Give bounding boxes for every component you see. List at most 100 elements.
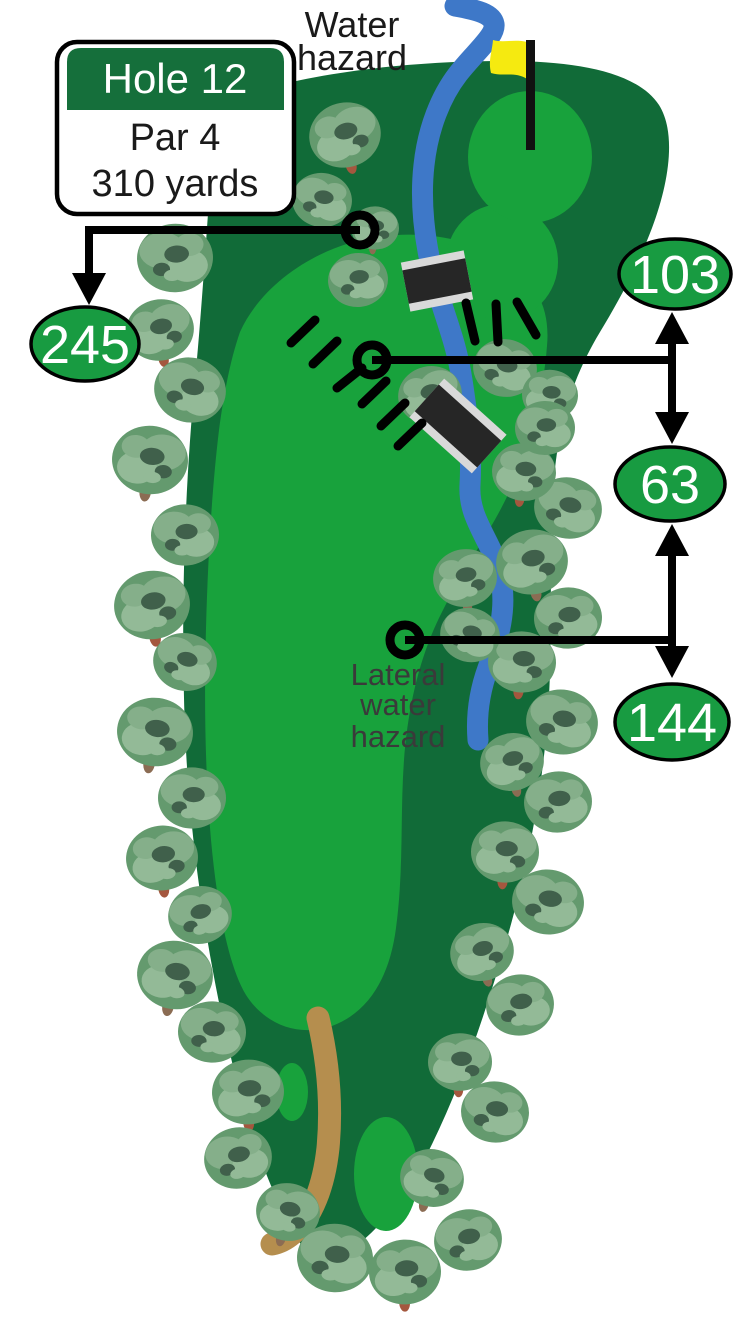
tree-blob (521, 549, 545, 567)
tree-cluster (450, 922, 514, 987)
tree-cluster (153, 633, 217, 691)
tree-blob (456, 1071, 471, 1082)
flag-pole (526, 40, 535, 150)
water-hazard-label-line2: hazard (297, 37, 407, 78)
tree-cluster (515, 400, 575, 456)
lateral-hazard-label-line1: Lateral (351, 657, 446, 692)
arrowhead-245 (72, 273, 106, 305)
tree-blob (511, 1015, 527, 1026)
tree-blob (200, 1042, 216, 1053)
lateral-hazard-label-line2: water (359, 687, 436, 722)
tree-blob (394, 1260, 419, 1277)
putting-green (468, 91, 592, 223)
tree-blob (548, 812, 564, 823)
tree-cluster (496, 529, 568, 602)
tree-blob (534, 912, 551, 924)
tree-cluster (526, 689, 598, 755)
tree-blob (139, 447, 165, 465)
tree-blob (535, 437, 550, 447)
tree-blob (180, 378, 205, 396)
tree-blob (458, 1228, 481, 1245)
hole-par: Par 4 (130, 117, 221, 159)
tree-cluster (114, 570, 190, 647)
tree-cluster (428, 1033, 492, 1098)
tree-cluster (297, 1223, 373, 1293)
tree-blob (143, 471, 161, 484)
tree-blob (324, 1245, 350, 1263)
tree-blob (482, 1121, 498, 1132)
tree-blob (349, 270, 369, 284)
tree-blob (547, 731, 564, 743)
distance-point-lateral (385, 620, 425, 660)
tree-cluster (151, 504, 219, 566)
tree-blob (145, 719, 170, 738)
tree-blob (244, 1102, 262, 1114)
tree-blob (481, 960, 496, 971)
tree-blob (164, 661, 179, 674)
tree-cluster (328, 252, 388, 308)
tree-blob (518, 481, 534, 492)
tree-blob (500, 862, 516, 873)
slope-hash-marks-left (286, 315, 427, 451)
tree-cluster (137, 940, 213, 1017)
tree-blob (552, 710, 577, 727)
tree-blob (492, 376, 507, 387)
tree-blob (459, 1250, 475, 1261)
tree-blob (182, 786, 205, 803)
tree-blob (424, 1187, 439, 1198)
distance-point-mid (352, 340, 392, 380)
tree-blob (158, 339, 174, 350)
tree-cluster (168, 886, 232, 944)
tree-cluster (158, 767, 226, 829)
tree-blob (349, 289, 364, 299)
hole-number: Hole 12 (103, 55, 248, 102)
tree-cluster (309, 102, 381, 174)
tree-blob (462, 625, 482, 640)
tee-box-small (276, 1063, 308, 1121)
tree-blob (163, 269, 181, 282)
tree-blob (553, 517, 570, 528)
distance-value-245: 245 (40, 315, 130, 375)
lateral-hazard-label-line3: hazard (351, 719, 446, 754)
distance-badge-63: 63 (613, 445, 727, 523)
tree-blob (486, 1101, 509, 1117)
tree-cluster (461, 1081, 529, 1143)
tree-cluster (433, 549, 497, 614)
tree-blob (175, 399, 192, 411)
bridge-upper (400, 250, 474, 312)
tree-blob (511, 770, 526, 781)
distance-badge-103: 103 (617, 237, 733, 311)
tree-blob (542, 385, 561, 399)
approach-area (446, 204, 558, 320)
tree-blob (281, 1221, 296, 1232)
tree-blob (230, 1168, 246, 1179)
tree-blob (510, 993, 533, 1010)
tree-blob (141, 592, 166, 610)
tree-cluster (471, 821, 539, 890)
tree-blob (202, 1021, 225, 1037)
tree-blob (279, 1201, 301, 1217)
distance-badge-245: 245 (29, 305, 141, 383)
tree-blob (237, 1080, 262, 1097)
tree-blob (321, 1269, 339, 1281)
tree-cluster (400, 1149, 464, 1212)
hole-info-card: Hole 12 Par 4 310 yards (54, 39, 297, 217)
tree-blob (171, 670, 186, 681)
tree-blob (548, 790, 571, 807)
flag-icon (489, 40, 527, 79)
tree-blob (334, 122, 358, 140)
tree-blob (530, 571, 547, 583)
hole-yardage: 310 yards (92, 163, 259, 205)
tree-blob (165, 962, 190, 981)
water-hazard-stream (411, 0, 514, 751)
tree-cluster (486, 974, 554, 1036)
tree-cluster (292, 172, 352, 228)
tree-blob (149, 615, 167, 628)
tree-blob (463, 586, 478, 597)
water-hazard-label-line1: Water (305, 4, 400, 45)
tree-blob (164, 245, 189, 263)
tree-cluster (256, 1183, 320, 1247)
tree-blob (516, 672, 533, 683)
tree-blob (536, 418, 557, 432)
